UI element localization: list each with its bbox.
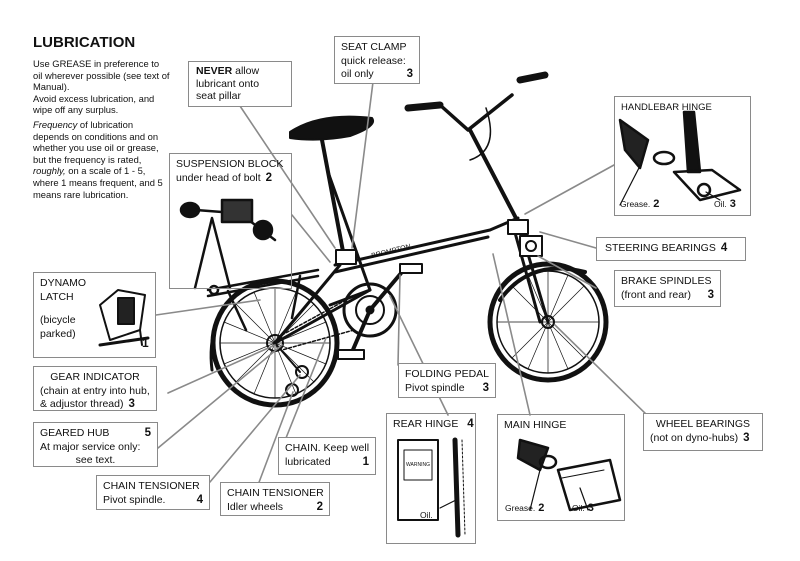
brake-spindles-callout: BRAKE SPINDLES (front and rear)3	[614, 270, 721, 307]
handlebar-hinge-callout: HANDLEBAR HINGE	[614, 96, 751, 216]
leader-lines	[155, 81, 651, 486]
dynamo-latch-sketch	[98, 289, 150, 347]
never-callout: NEVER allow lubricant onto seat pillar	[188, 61, 292, 107]
intro-paragraph-1: Use GREASE in preference to oil wherever…	[33, 58, 170, 116]
chainwheel-and-chain	[281, 263, 423, 360]
handlebar-oil-label: Oil.3	[714, 198, 736, 210]
handlebar-hinge-sketch	[618, 110, 742, 206]
dynamo-latch-number: 1	[142, 336, 149, 350]
suspension-block-sketch	[179, 198, 277, 290]
intro-paragraph-2: Frequency of lubrication depends on cond…	[33, 118, 163, 200]
gear-indicator-callout: GEAR INDICATOR (chain at entry into hub,…	[33, 366, 157, 411]
handlebar-grease-label: Grease.2	[620, 198, 660, 210]
rear-hinge-plate-text: WARNING	[406, 462, 430, 468]
seat-post-and-saddle	[289, 115, 374, 265]
wheel-bearings-callout: WHEEL BEARINGS (not on dyno-hubs)3	[643, 413, 763, 451]
intro-text: LUBRICATION Use GREASE in preference to …	[33, 34, 171, 200]
dynamo-latch-callout: DYNAMO LATCH (bicycle parked)	[33, 272, 156, 358]
handlebar-stem	[404, 71, 549, 235]
frame-lettering: BROMPTON	[371, 243, 412, 260]
main-hinge-oil-label: Oil.3	[572, 502, 594, 514]
page-title: LUBRICATION	[33, 34, 136, 51]
chain-tensioner	[274, 342, 309, 397]
geared-hub-callout: GEARED HUB 5 At major service only: see …	[33, 422, 158, 467]
main-hinge-callout: MAIN HINGE	[497, 414, 625, 521]
chain-tensioner-pivot-callout: CHAIN TENSIONER Pivot spindle.4	[96, 475, 210, 510]
front-block	[519, 235, 543, 257]
rear-hinge-callout: REAR HINGE 4	[386, 413, 476, 544]
rear-hinge-sketch	[397, 437, 466, 538]
main-hinge-grease-label: Grease.2	[505, 502, 545, 514]
rear-rack	[206, 268, 320, 372]
main-hinge-sketch	[516, 438, 622, 512]
rear-hinge-oil-label: Oil.	[420, 510, 433, 520]
